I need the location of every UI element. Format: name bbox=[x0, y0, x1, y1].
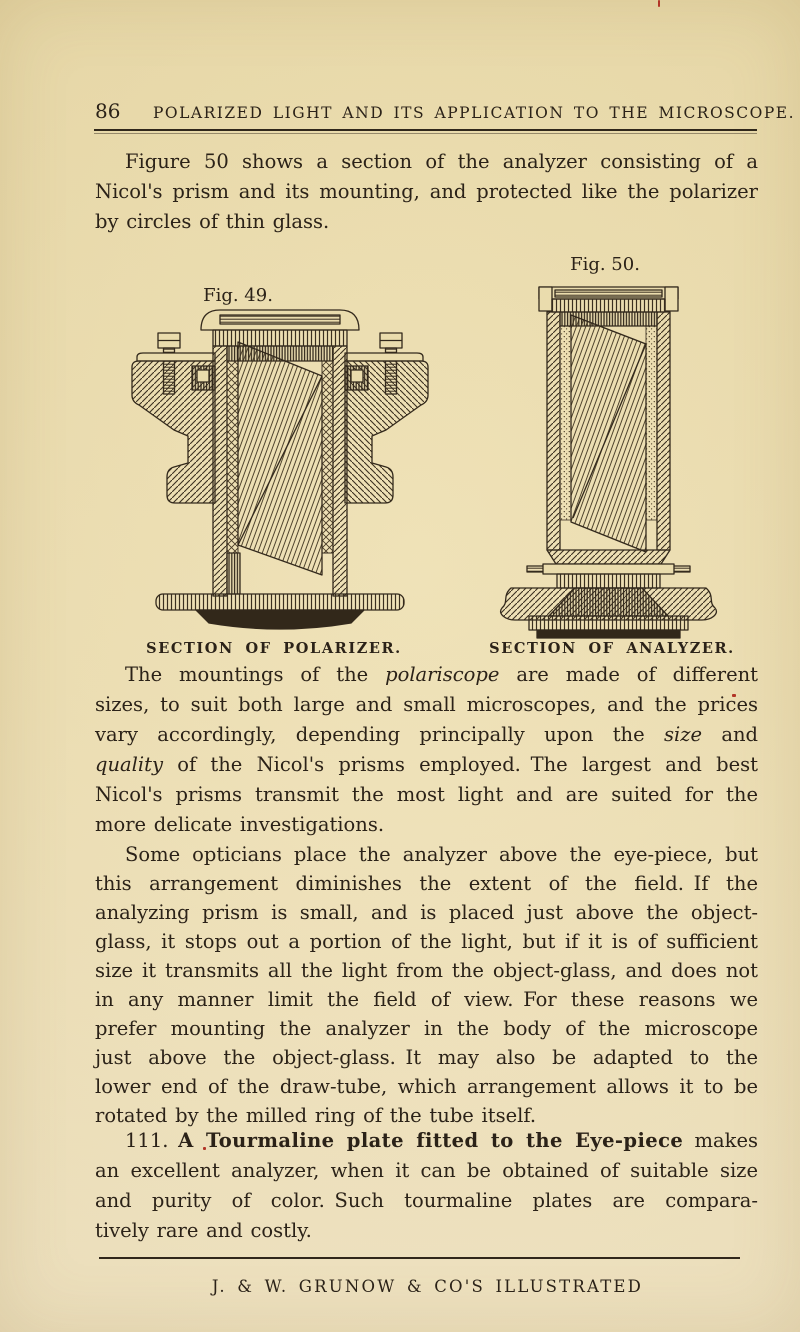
text-line: Nicol's prism and its mounting, and prot… bbox=[95, 177, 758, 207]
text-segment: and bbox=[702, 723, 758, 746]
text-line: lower end of the draw-tube, which arrang… bbox=[95, 1072, 758, 1101]
text-segment: prefer mounting the analyzer in the body… bbox=[95, 1017, 758, 1040]
text-segment: polariscope bbox=[385, 663, 500, 686]
text-line: 111. A Tourmaline plate fitted to the Ey… bbox=[95, 1126, 758, 1156]
footer-text: J. & W. GRUNOW & CO'S ILLUSTRATED bbox=[211, 1277, 644, 1296]
text-line: just above the object-glass. It may also… bbox=[95, 1043, 758, 1072]
text-segment: analyzing prism is small, and is placed … bbox=[95, 901, 758, 924]
text-segment: tively rare and costly. bbox=[95, 1219, 312, 1242]
text-segment: this arrangement diminishes the extent o… bbox=[95, 872, 758, 895]
text-segment: and purity of color. Such tourmaline pla… bbox=[95, 1189, 758, 1212]
text-segment: are made of different bbox=[499, 663, 759, 686]
text-line: The mountings of the polariscope are mad… bbox=[95, 660, 758, 690]
text-segment: just above the object-glass. It may also… bbox=[95, 1046, 758, 1069]
text-segment: vary accordingly, depending principally … bbox=[95, 723, 664, 746]
text-line: vary accordingly, depending principally … bbox=[95, 720, 758, 750]
running-title: POLARIZED LIGHT AND ITS APPLICATION TO T… bbox=[153, 104, 796, 122]
header-rule bbox=[94, 129, 757, 134]
text-segment: size it transmits all the light from the… bbox=[95, 959, 758, 982]
text-segment: size bbox=[663, 723, 703, 746]
paragraph: The mountings of the polariscope are mad… bbox=[95, 660, 758, 840]
text-line: more delicate investigations. bbox=[95, 810, 758, 840]
text-segment: rotated by the milled ring of the tube i… bbox=[95, 1104, 537, 1127]
fig49-label: Fig. 49. bbox=[203, 285, 273, 306]
text-line: Figure 50 shows a section of the analyze… bbox=[95, 147, 758, 177]
text-line: Nicol's prisms transmit the most light a… bbox=[95, 780, 758, 810]
paragraph: Figure 50 shows a section of the analyze… bbox=[95, 147, 758, 237]
text-line: this arrangement diminishes the extent o… bbox=[95, 869, 758, 898]
text-segment: an excellent analyzer, when it can be ob… bbox=[95, 1159, 758, 1182]
text-segment: sizes, to suit both large and small micr… bbox=[95, 693, 758, 716]
text-segment: lower end of the draw-tube, which arrang… bbox=[95, 1075, 758, 1098]
text-segment: Figure 50 shows a section of the analyze… bbox=[125, 150, 758, 173]
text-line: rotated by the milled ring of the tube i… bbox=[95, 1101, 758, 1130]
text-line: an excellent analyzer, when it can be ob… bbox=[95, 1156, 758, 1186]
text-line: analyzing prism is small, and is placed … bbox=[95, 898, 758, 927]
text-line: tively rare and costly. bbox=[95, 1216, 758, 1246]
text-segment: Nicol's prism and its mounting, and prot… bbox=[95, 180, 758, 203]
text-segment: makes bbox=[683, 1129, 759, 1152]
text-line: size it transmits all the light from the… bbox=[95, 956, 758, 985]
text-segment: quality bbox=[95, 753, 163, 776]
text-line: Some opticians place the analyzer above … bbox=[95, 840, 758, 869]
ink-speck bbox=[658, 0, 660, 7]
text-segment: Nicol's prisms transmit the most light a… bbox=[95, 783, 758, 806]
text-segment: Some opticians place the analyzer above … bbox=[125, 843, 758, 866]
paragraph: Some opticians place the analyzer above … bbox=[95, 840, 758, 1130]
text-line: prefer mounting the analyzer in the body… bbox=[95, 1014, 758, 1043]
text-segment: more delicate investigations. bbox=[95, 813, 385, 836]
polarizer-section-figure bbox=[131, 309, 429, 630]
text-line: sizes, to suit both large and small micr… bbox=[95, 690, 758, 720]
text-segment: 111. bbox=[125, 1129, 179, 1152]
ink-speck bbox=[732, 694, 736, 697]
text-line: quality of the Nicol's prisms employed. … bbox=[95, 750, 758, 780]
ink-speck bbox=[203, 1147, 206, 1150]
text-line: by circles of thin glass. bbox=[95, 207, 758, 237]
analyzer-section-figure bbox=[500, 286, 717, 639]
text-line: and purity of color. Such tourmaline pla… bbox=[95, 1186, 758, 1216]
text-segment: The mountings of the bbox=[125, 663, 386, 686]
text-segment: by circles of thin glass. bbox=[95, 210, 330, 233]
page-number: 86 bbox=[95, 99, 121, 123]
text-segment: of the Nicol's prisms employed. The larg… bbox=[163, 753, 758, 776]
text-line: in any manner limit the field of view. F… bbox=[95, 985, 758, 1014]
text-segment: in any manner limit the field of view. F… bbox=[95, 988, 758, 1011]
analyzer-caption: SECTION OF ANALYZER. bbox=[489, 640, 735, 657]
bold-run-in-heading: A Tourmaline plate fitted to the Eye-pie… bbox=[178, 1129, 684, 1152]
text-line: glass, it stops out a portion of the lig… bbox=[95, 927, 758, 956]
footer-rule bbox=[99, 1257, 740, 1259]
text-segment: glass, it stops out a portion of the lig… bbox=[95, 930, 758, 953]
fig50-label: Fig. 50. bbox=[570, 254, 640, 275]
polarizer-caption: SECTION OF POLARIZER. bbox=[146, 640, 402, 657]
paragraph: 111. A Tourmaline plate fitted to the Ey… bbox=[95, 1126, 758, 1246]
